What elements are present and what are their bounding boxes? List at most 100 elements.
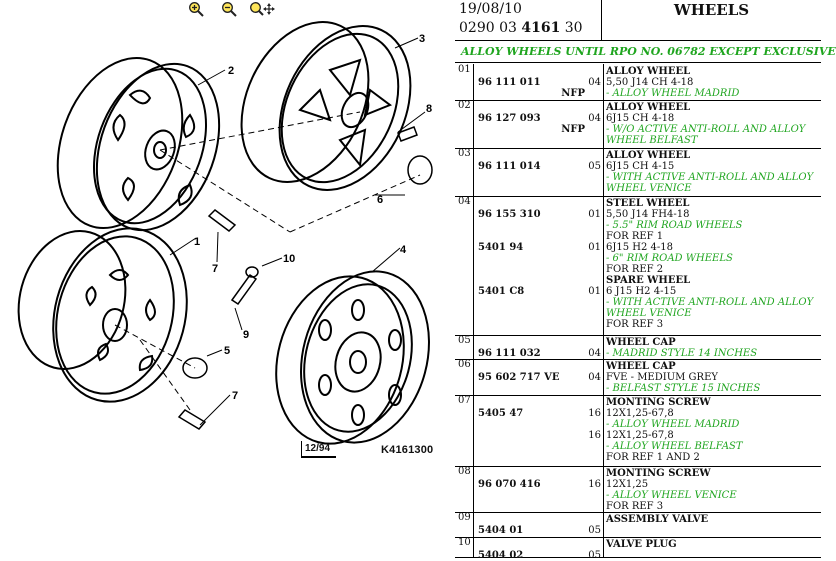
- row-index: 08: [455, 466, 474, 512]
- alloy-wheel-ref1: [17, 227, 188, 403]
- quantity: 04: [588, 372, 601, 383]
- part-note: - ALLOY WHEEL BELFAST: [606, 441, 743, 452]
- zoom-in-icon[interactable]: [188, 1, 204, 17]
- quantity: 04: [588, 113, 601, 124]
- quantity: 04: [588, 348, 601, 359]
- part-number[interactable]: 96 070 416: [478, 479, 541, 490]
- callout-5: 5: [224, 345, 230, 357]
- quantity: 01: [588, 209, 601, 220]
- callout-7-bottom: 7: [232, 390, 238, 402]
- part-spec: FOR REF 3: [606, 501, 664, 512]
- row-index: 01: [455, 64, 474, 100]
- part-name: MONTING SCREW: [606, 468, 711, 479]
- part-spec: FOR REF 2: [606, 264, 664, 275]
- part-number[interactable]: 5404 01: [478, 525, 524, 536]
- row-index: 07: [455, 395, 474, 466]
- part-number[interactable]: 5405 47: [478, 408, 524, 419]
- part-number-cell: 5405 47 16 16: [475, 395, 604, 466]
- row-index: 03: [455, 148, 474, 196]
- quantity: 16: [588, 408, 601, 419]
- part-number[interactable]: 96 127 093: [478, 113, 541, 124]
- header-date: 19/08/10: [459, 1, 522, 17]
- diagram-code-label: K4161300: [381, 444, 434, 456]
- part-number-cell: 5404 01 05: [475, 512, 604, 537]
- part-note: - WITH ACTIVE ANTI-ROLL AND ALLOY: [606, 172, 814, 183]
- callout-6: 6: [377, 194, 383, 206]
- part-spec: 6 J15 H2 4-15: [606, 286, 677, 297]
- part-number[interactable]: 96 111 014: [478, 161, 541, 172]
- part-number[interactable]: 96 111 032: [478, 348, 541, 359]
- quantity: 05: [588, 550, 601, 561]
- description-cell: ASSEMBLY VALVE: [604, 512, 821, 537]
- callout-1: 1: [194, 236, 200, 248]
- callout-3: 3: [419, 33, 425, 45]
- part-note: - ALLOY WHEEL VENICE: [606, 490, 737, 501]
- quantity: 16: [588, 479, 601, 490]
- part-name: SPARE WHEEL: [606, 275, 691, 286]
- screw-ref8: [397, 126, 418, 142]
- part-number[interactable]: 95 602 717 VE: [478, 372, 560, 383]
- part-number[interactable]: 5401 94: [478, 242, 524, 253]
- diagram-panel: 2 3 8 6 1 4 5 10 9 7 7 12/94 K4161300: [17, 1, 434, 458]
- part-note: - ALLOY WHEEL MADRID: [606, 88, 740, 99]
- page-title: WHEELS: [602, 0, 821, 41]
- quantity: 16: [588, 430, 601, 441]
- row-index: 10: [455, 537, 474, 557]
- part-number[interactable]: 96 111 011: [478, 77, 541, 88]
- part-spec: 6J15 CH 4-15: [606, 161, 675, 172]
- zoom-move-icon[interactable]: [249, 1, 275, 17]
- callout-9: 9: [243, 329, 249, 341]
- parts-table: 19/08/10 0290 03 4161 30 WHEELS ALLOY WH…: [455, 0, 836, 561]
- row-index: 04: [455, 196, 474, 335]
- row-index: 02: [455, 100, 474, 148]
- part-number-cell: 96 070 416 16: [475, 466, 604, 512]
- part-note: WHEEL VENICE: [606, 308, 692, 319]
- part-number[interactable]: 5404 02: [478, 550, 524, 561]
- part-note: - 6" RIM ROAD WHEELS: [606, 253, 733, 264]
- ref-box: [301, 441, 336, 458]
- quantity: 05: [588, 161, 601, 172]
- part-spec: FOR REF 3: [606, 319, 664, 330]
- zoom-out-icon[interactable]: [221, 1, 237, 17]
- part-spec: 5,50 J14 CH 4-18: [606, 77, 694, 88]
- part-note: WHEEL BELFAST: [606, 135, 698, 146]
- part-spec: 5,50 J14 FH4-18: [606, 209, 690, 220]
- part-name: MONTING SCREW: [606, 397, 711, 408]
- bolt-bottom: [177, 409, 207, 430]
- part-name: ASSEMBLY VALVE: [606, 514, 709, 525]
- callout-10: 10: [283, 253, 295, 265]
- part-name: ALLOY WHEEL: [606, 102, 691, 113]
- part-note: - W/O ACTIVE ANTI-ROLL AND ALLOY: [606, 124, 806, 135]
- part-note: - ALLOY WHEEL MADRID: [606, 419, 740, 430]
- bolt-top: [207, 209, 237, 232]
- part-name: STEEL WHEEL: [606, 198, 690, 209]
- quantity: 05: [588, 525, 601, 536]
- part-number-cell: 96 111 032 04: [475, 335, 604, 359]
- part-name: WHEEL CAP: [606, 337, 676, 348]
- quantity: 01: [588, 242, 601, 253]
- header-code: 0290 03 4161 30: [459, 20, 583, 36]
- part-spec: 6J15 CH 4-18: [606, 113, 675, 124]
- callout-7-top: 7: [212, 263, 218, 275]
- part-number-cell: 96 111 014 05: [475, 148, 604, 196]
- part-number[interactable]: 96 155 310: [478, 209, 541, 220]
- alloy-wheel-ref2: [56, 56, 221, 232]
- part-note: - BELFAST STYLE 15 INCHES: [606, 383, 761, 394]
- part-spec: 12X1,25: [606, 479, 649, 490]
- section-subtitle: ALLOY WHEELS UNTIL RPO NO. 06782 EXCEPT …: [455, 41, 836, 63]
- part-spec: 12X1,25-67,8: [606, 408, 674, 419]
- part-number[interactable]: 5401 C8: [478, 286, 525, 297]
- description-cell: VALVE PLUG: [604, 537, 821, 557]
